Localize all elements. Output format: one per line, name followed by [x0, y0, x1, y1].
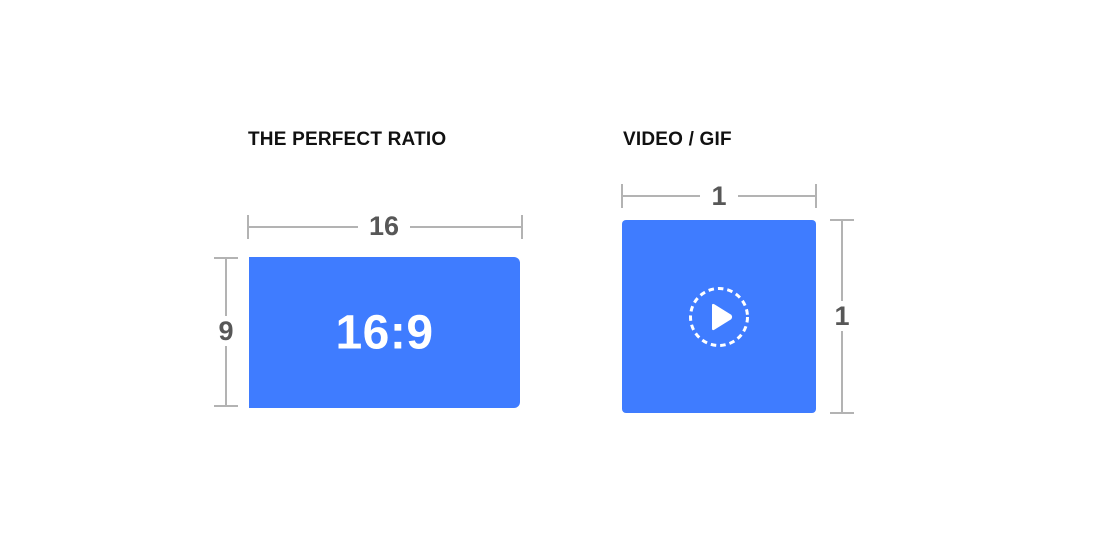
width-label: 16	[358, 211, 410, 241]
ratio-16-9-heading: THE PERFECT RATIO	[248, 129, 447, 150]
video-gif-box	[622, 220, 816, 413]
video-gif-heading: VIDEO / GIF	[623, 129, 732, 150]
square-height-tick-top	[830, 219, 854, 221]
square-height-label: 1	[826, 301, 858, 331]
square-height-tick-bottom	[830, 412, 854, 414]
ratio-16-9-box: 16:9	[249, 257, 520, 408]
height-label: 9	[210, 316, 242, 346]
square-width-tick-left	[621, 184, 623, 208]
square-width-label: 1	[700, 181, 738, 211]
play-icon[interactable]	[688, 286, 750, 348]
height-dimension-tick-bottom	[214, 405, 238, 407]
height-dimension-tick-top	[214, 257, 238, 259]
width-dimension-tick-left	[247, 215, 249, 239]
width-dimension-tick-right	[521, 215, 523, 239]
ratio-text: 16:9	[335, 306, 434, 359]
square-width-tick-right	[815, 184, 817, 208]
